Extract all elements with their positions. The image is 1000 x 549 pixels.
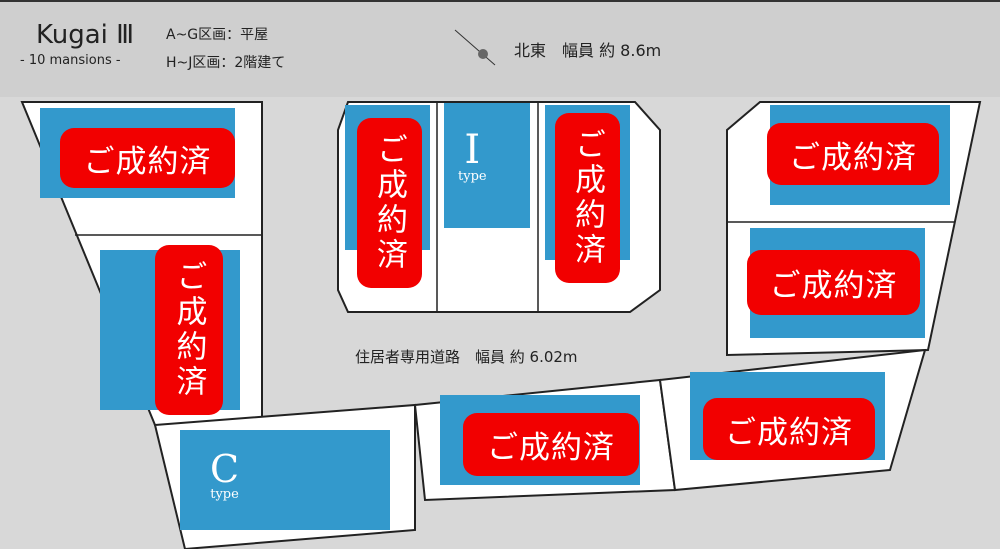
sold-badge: ご成約済 [747,250,920,315]
north-road-label: 北東 幅員 約 8.6m [514,41,662,60]
note-a: A~G区画：平屋 [166,27,269,43]
sold-badge: ご成約済 [357,118,422,288]
sold-badge: ご成約済 [155,245,223,415]
note-b: H~J区画：2階建て [166,55,286,71]
sold-badge: ご成約済 [463,413,639,476]
header-bar: Kugai Ⅲ - 10 mansions - A~G区画：平屋 H~J区画：2… [0,0,1000,97]
sold-badge: ご成約済 [555,113,620,283]
sold-badge: ご成約済 [703,398,875,460]
subtitle: - 10 mansions - [20,53,121,68]
sold-badge: ご成約済 [60,128,235,188]
sold-badge: ご成約済 [767,123,939,185]
compass-icon [454,29,496,66]
road-label: 住居者専用道路 幅員 約 6.02m [355,348,578,366]
title: Kugai Ⅲ [36,20,135,50]
